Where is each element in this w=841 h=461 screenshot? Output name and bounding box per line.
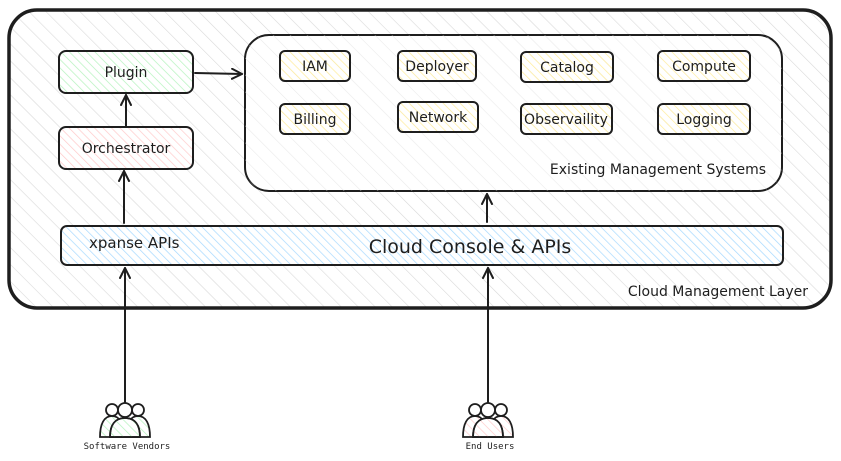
xpanse-apis-label: xpanse APIs [89, 234, 180, 252]
system-observaility-label: Observaility [524, 112, 608, 128]
orchestrator-label: Orchestrator [82, 141, 171, 157]
end-users-actor[interactable]: End Users [462, 402, 515, 452]
system-logging-label: Logging [676, 112, 732, 128]
plugin-label: Plugin [105, 65, 148, 81]
system-billing[interactable]: Billing [279, 103, 351, 135]
connector-arrows [118, 67, 494, 403]
system-network-label: Network [409, 110, 468, 126]
system-deployer-label: Deployer [405, 59, 469, 75]
users-group-icon [99, 402, 151, 438]
plugin-box[interactable]: Plugin [58, 50, 194, 94]
users-group-icon [462, 402, 514, 438]
system-compute-label: Compute [672, 59, 736, 75]
arrow-plugin-to-systems [194, 67, 243, 80]
software-vendors-label: Software Vendors [84, 442, 171, 452]
system-observaility[interactable]: Observaility [520, 103, 613, 135]
system-iam-label: IAM [302, 59, 328, 75]
existing-management-systems-label: Existing Management Systems [550, 162, 766, 178]
system-iam[interactable]: IAM [279, 50, 351, 82]
system-network[interactable]: Network [397, 101, 479, 133]
system-deployer[interactable]: Deployer [397, 50, 477, 82]
cloud-management-layer-label: Cloud Management Layer [628, 284, 808, 300]
cloud-console-label: Cloud Console & APIs [369, 236, 572, 258]
system-catalog[interactable]: Catalog [520, 51, 614, 83]
cloud-console-bar[interactable]: xpanse APIs Cloud Console & APIs [60, 225, 784, 266]
system-logging[interactable]: Logging [657, 103, 751, 135]
system-compute[interactable]: Compute [657, 50, 751, 82]
end-users-label: End Users [466, 442, 515, 452]
software-vendors-actor[interactable]: Software Vendors [84, 402, 171, 452]
system-catalog-label: Catalog [540, 60, 594, 76]
system-billing-label: Billing [294, 112, 337, 128]
orchestrator-box[interactable]: Orchestrator [58, 126, 194, 170]
existing-management-systems: Existing Management Systems [244, 34, 783, 192]
